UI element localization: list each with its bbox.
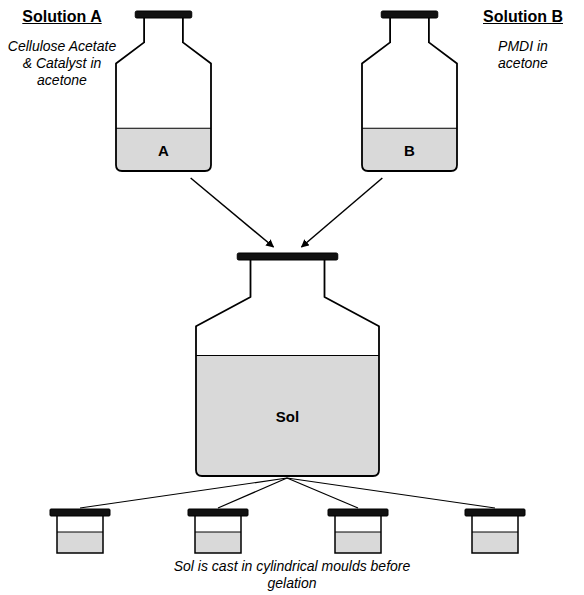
bottle-label: B bbox=[361, 142, 458, 159]
caption: Sol is cast in cylindrical moulds before… bbox=[167, 558, 417, 592]
bottle: A bbox=[115, 10, 212, 172]
solution-heading: Solution A bbox=[6, 8, 118, 26]
solution-heading: Solution B bbox=[468, 8, 578, 26]
solution-contents: PMDI in acetone bbox=[483, 38, 563, 72]
bottle-outline bbox=[195, 252, 380, 477]
flow-arrow bbox=[302, 178, 383, 247]
bottle-label: A bbox=[115, 142, 212, 159]
solution-contents: Cellulose Acetate & Catalyst in acetone bbox=[2, 38, 122, 89]
bottle-label: Sol bbox=[195, 408, 380, 425]
bottle: Sol bbox=[195, 252, 380, 477]
bottle: B bbox=[361, 10, 458, 172]
flow-arrow bbox=[191, 178, 274, 247]
